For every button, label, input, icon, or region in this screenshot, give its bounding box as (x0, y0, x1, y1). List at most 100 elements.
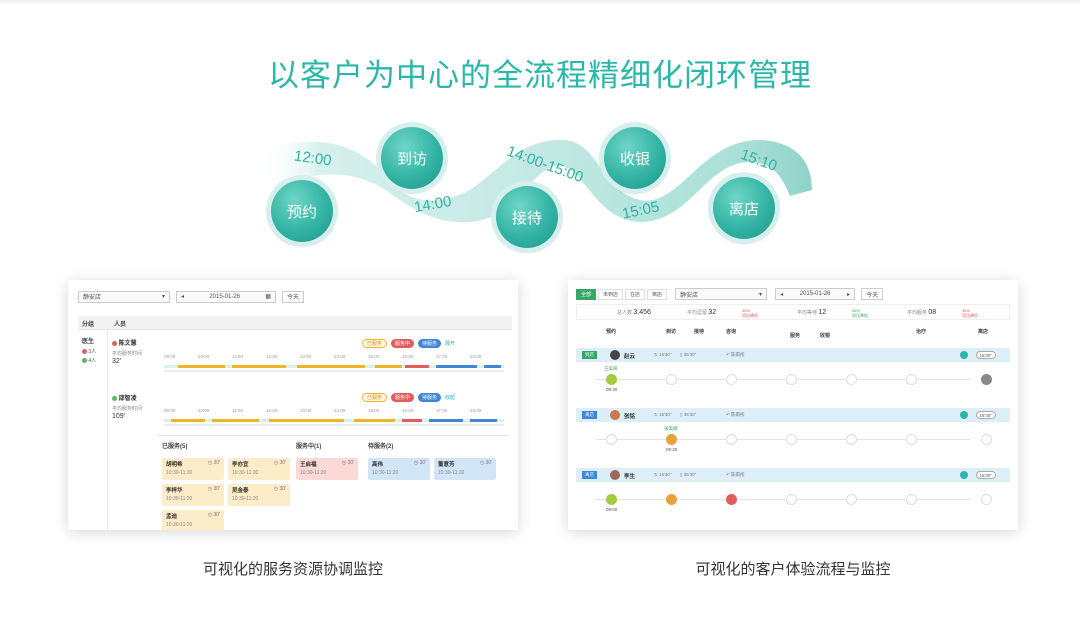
tick-label: 15:00 (368, 408, 380, 413)
service-card[interactable]: 李梓华 ◷ 30' 10:30-11:20 (162, 484, 224, 506)
step-icon (606, 434, 617, 445)
tab-all[interactable]: 全部 (576, 288, 597, 300)
tick-label: 17:00 (436, 354, 448, 359)
step-booked-icon (606, 494, 617, 505)
person-row-1[interactable]: 陈文慧 平均服务时间 32' (112, 340, 143, 365)
caption-customer-flow: 可视化的客户体验流程与监控 (695, 560, 891, 578)
customer-flow-screenshot: 全部 未到店 在店 离店 静安店▾ ◂2015-01-26▸ 今天 总人数 3,… (568, 280, 1018, 530)
tick-label: 18:00 (470, 354, 482, 359)
service-card[interactable]: 董意芳 ◷ 30' 10:30-11:20 (434, 458, 496, 480)
step-icon (666, 374, 677, 385)
step-icon (786, 374, 797, 385)
store-select[interactable]: 静安店▾ (675, 288, 768, 300)
caption-resource-monitor: 可视化的服务资源协调监控 (202, 560, 383, 578)
phone-icon: ▯ (680, 472, 683, 477)
today-button[interactable]: 今天 (282, 290, 305, 303)
flow-node-reception: 接待 (496, 186, 558, 248)
step-booked-icon (606, 374, 617, 385)
timer-icon (960, 471, 968, 479)
step-reception-icon (726, 494, 737, 505)
flow-node-visit: 到访 (381, 127, 443, 189)
service-card[interactable]: 王启福 ◷ 30' 10:30-11:20 (296, 458, 358, 480)
collapse-link[interactable]: 收起 (445, 395, 456, 401)
process-flow: 预约 到访 接待 收银 离店 12:00 14:00 14:00-15:00 1… (0, 110, 1080, 260)
chevron-left-icon: ◂ (181, 294, 185, 300)
timer-icon (960, 411, 968, 419)
clock-icon: ◷ (207, 512, 213, 518)
tick-label: 14:00 (334, 354, 346, 359)
customer-track-1: 王美梓 09:30 (576, 364, 1010, 394)
clock-icon: ◷ (341, 460, 347, 466)
step-icon (786, 434, 797, 445)
step-exit-icon (981, 374, 992, 385)
page-title: 以客户为中心的全流程精细化闭环管理 (268, 58, 812, 94)
tick-label: 11:00 (232, 354, 243, 359)
tick-label: 12:00 (266, 354, 278, 359)
clock-icon: ◷ (479, 460, 485, 466)
status-green-icon (112, 395, 117, 401)
customer-row-1[interactable]: 到店 赵云 ↻ 16'30" ▯ 35'30" ↶ 陈雨彤 15'30" (576, 348, 1010, 362)
date-picker[interactable]: ◂2015-01-26▦ (176, 290, 276, 303)
clock-icon: ↻ (654, 412, 658, 417)
schedule-bar-1 (164, 365, 504, 368)
tick-label: 10:00 (198, 354, 210, 359)
service-card[interactable]: 孟迪 ◷ 30' 10:30-11:20 (162, 510, 224, 530)
service-card[interactable]: 李亦宜 ◷ 30' 10:30-11:20 (228, 458, 290, 480)
step-icon (906, 374, 917, 385)
flow-node-departure: 离店 (713, 177, 775, 239)
person-row-2[interactable]: 邵智凌 平均服务时间 109' (112, 395, 143, 420)
flow-node-checkout: 收银 (604, 127, 666, 189)
service-card[interactable]: 吴金泰 ◷ 30' 10:30-11:20 (228, 484, 290, 506)
clock-icon: ◷ (207, 460, 213, 466)
status-red-icon (112, 340, 117, 346)
clock-icon: ◷ (273, 486, 279, 492)
avatar (610, 410, 620, 420)
step-icon (906, 434, 917, 445)
tick-label: 11:00 (232, 408, 243, 413)
stats-bar: 总人数 3,456 平均逗留 32 36%同比降低 平均等待 12 36%同比降… (576, 304, 1010, 320)
tab-in-store[interactable]: 在店 (625, 288, 646, 300)
customer-track-2: 张美娟 09:30 (576, 424, 1010, 454)
date-picker[interactable]: ◂2015-01-26▸ (775, 288, 856, 300)
step-icon (981, 434, 992, 445)
red-dot-icon (82, 349, 87, 355)
flow-table-header: 预约 到访 接待 咨询 服务 收银 治疗 离店 (606, 329, 989, 339)
left-toolbar: 静安店▾ ◂2015-01-26▦ 今天 (78, 290, 305, 303)
step-icon (846, 374, 857, 385)
tick-label: 16:00 (402, 408, 414, 413)
chevron-down-icon: ▾ (161, 294, 165, 300)
expand-link[interactable]: 展开 (445, 341, 456, 347)
flow-ribbon (255, 139, 812, 223)
chevron-left-icon: ◂ (780, 291, 784, 298)
tick-label: 09:00 (164, 354, 176, 359)
reply-icon: ↶ (726, 472, 730, 477)
tick-label: 15:00 (368, 354, 380, 359)
step-icon (726, 374, 737, 385)
tab-not-arrived[interactable]: 未到店 (598, 288, 624, 300)
tick-label: 16:00 (402, 354, 414, 359)
clock-icon: ◷ (273, 460, 279, 466)
flow-node-booking: 预约 (271, 180, 333, 242)
phone-icon: ▯ (680, 352, 683, 357)
step-icon (726, 434, 737, 445)
store-select[interactable]: 静安店▾ (78, 290, 170, 303)
service-board: 已服务(5) 服务中(1) 待服务(2) 胡明希 ◷ 30' 10:30-11:… (158, 435, 508, 530)
phone-icon: ▯ (680, 412, 683, 417)
today-button[interactable]: 今天 (861, 288, 884, 300)
timer-icon (960, 351, 968, 359)
tick-label: 14:00 (334, 408, 346, 413)
clock-icon: ◷ (413, 460, 419, 466)
tab-left[interactable]: 离店 (647, 288, 668, 300)
customer-row-3[interactable]: 离店 李生 ↻ 16'30" ▯ 35'30" ↶ 陈雨彤 15'30" (576, 468, 1010, 482)
green-dot-icon (82, 358, 87, 364)
resource-monitor-screenshot: 静安店▾ ◂2015-01-26▦ 今天 分组 人员 医生 3人 4人 陈文慧 … (68, 280, 518, 530)
tick-label: 10:00 (198, 408, 210, 413)
tick-label: 17:00 (436, 408, 448, 413)
service-card[interactable]: 高伟 ◷ 30' 10:30-11:20 (368, 458, 430, 480)
service-card[interactable]: 胡明希 ◷ 30' 10:30-11:20 (162, 458, 224, 480)
step-icon (846, 434, 857, 445)
customer-row-2[interactable]: 离店 张铭 ↻ 16'30" ▯ 35'30" ↶ 陈雨彤 15'30" (576, 408, 1010, 422)
